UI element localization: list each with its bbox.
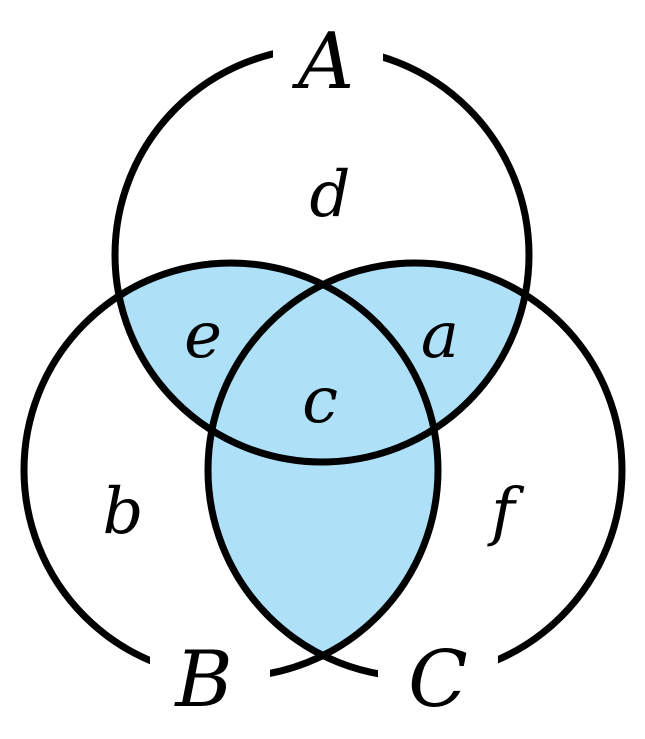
set-label-a: A [292,17,354,107]
region-label-b: b [103,475,144,549]
circle-b [20,259,442,681]
circle-outlines [20,44,626,681]
circle-a [111,44,533,466]
circle-c [204,259,626,681]
region-label-c: c [302,364,338,438]
region-label-f: f [487,475,525,549]
region-label-a: a [421,299,459,373]
set-label-c: C [408,635,468,725]
region-label-e: e [184,299,222,373]
shaded-regions [115,263,529,677]
set-label-b: B [173,635,232,725]
shaded-region-b-and-c [208,263,438,677]
region-label-d: d [310,158,351,232]
